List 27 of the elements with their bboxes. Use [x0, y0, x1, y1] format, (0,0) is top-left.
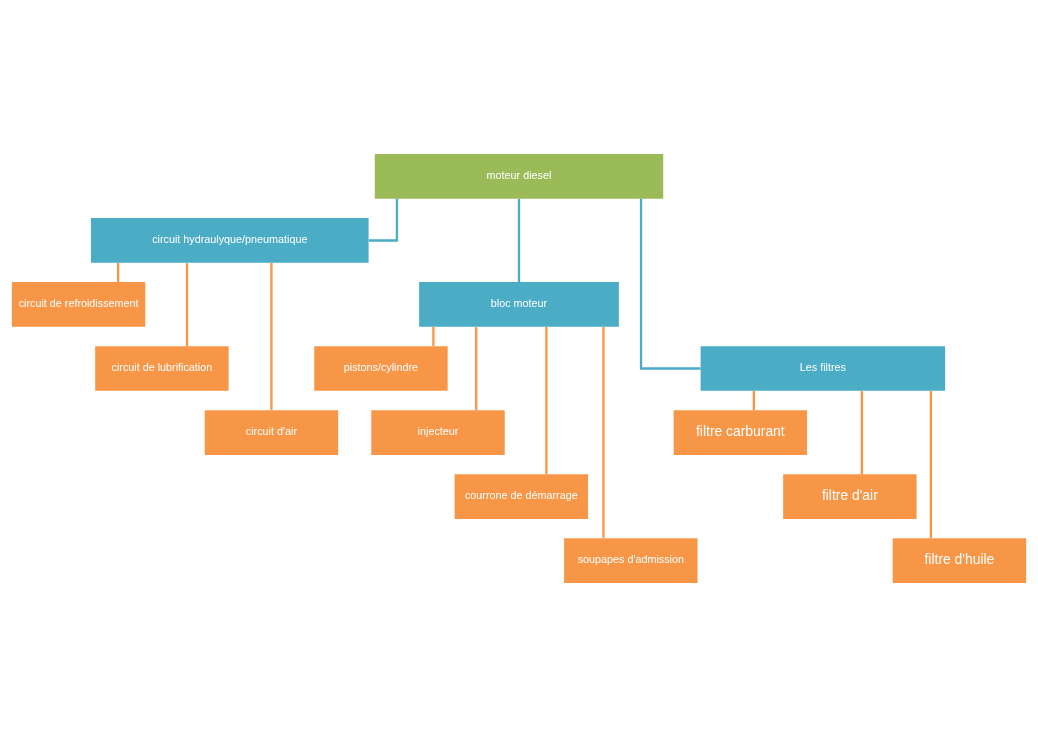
connector	[185, 262, 189, 346]
node-box: circuit d'air	[204, 409, 339, 455]
connector	[602, 326, 605, 538]
node-box: circuit de lubrification	[95, 345, 229, 391]
node-box: soupapes d'admission	[564, 537, 698, 583]
connector	[639, 198, 701, 370]
connector	[368, 198, 399, 242]
connector	[116, 262, 120, 282]
connector	[475, 326, 478, 410]
node-box: moteur diesel	[374, 153, 664, 199]
connector	[517, 198, 521, 282]
node-box: filtre d'air	[783, 473, 917, 519]
connector	[432, 326, 435, 346]
connector	[270, 262, 273, 410]
node-box: courrone de démarrage	[454, 473, 589, 519]
node-box: pistons/cylindre	[314, 345, 448, 391]
node-box: circuit hydraulyque/pneumatique	[90, 217, 369, 263]
node-box: filtre d'huile	[892, 537, 1027, 583]
node-box: Les filtres	[700, 345, 946, 391]
connector	[752, 390, 755, 410]
node-box: circuit de refroidissement	[11, 281, 146, 327]
connector	[929, 390, 932, 538]
node-box: bloc moteur	[419, 281, 619, 327]
connector	[860, 390, 863, 474]
connector	[545, 326, 548, 474]
node-box: filtre carburant	[673, 409, 808, 455]
node-box: injecteur	[371, 409, 505, 455]
